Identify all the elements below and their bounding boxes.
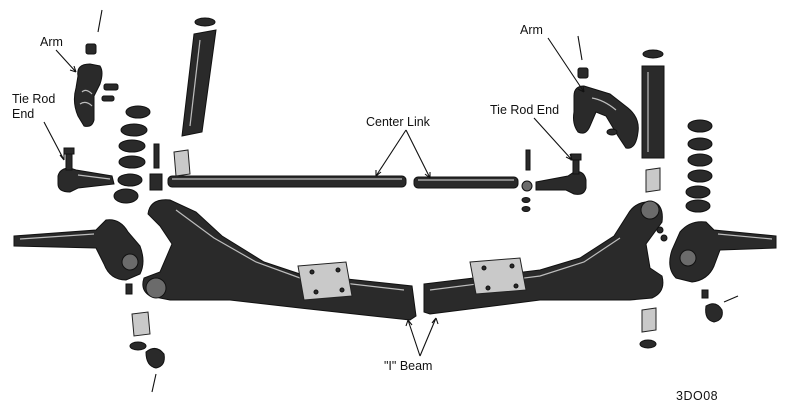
tie-rod-end-right-leader (533, 117, 573, 161)
shim-stack-right (645, 119, 713, 213)
arm-left-leader (55, 49, 77, 73)
center-link (167, 175, 519, 189)
center-link-right-half (413, 176, 519, 189)
figure-code: 3DO08 (676, 389, 718, 403)
arm-right (573, 35, 639, 149)
tie-rod-end-right-label: Tie Rod End (490, 103, 559, 117)
steering-knuckle-right (656, 221, 777, 283)
arm-right-label: Arm (520, 23, 543, 37)
center-link-label: Center Link (366, 115, 431, 129)
center-link-leader (375, 129, 431, 179)
steering-knuckle-left (13, 219, 144, 281)
tie-rod-end-right (521, 149, 587, 212)
lower-hardware-right (639, 289, 739, 349)
i-beam-right (423, 200, 664, 315)
tie-rod-end-left-leader (43, 121, 65, 161)
i-beam-leader (405, 317, 439, 357)
center-link-left-half (167, 175, 407, 188)
shim-stack-left (113, 105, 191, 204)
tie-rod-end-left-label-line1: Tie Rod (12, 92, 55, 106)
tie-rod-end-left-label-line2: End (12, 107, 34, 121)
callout-labels: Arm Tie Rod End Arm Tie Rod End Center L… (12, 23, 718, 403)
arm-right-leader (547, 37, 585, 93)
callout-leaders (43, 37, 585, 357)
i-beam-label: "I" Beam (384, 359, 432, 373)
tie-rod-end-left (57, 147, 115, 193)
king-pin-right (641, 49, 665, 159)
i-beam-left (142, 199, 417, 321)
arm-left-label: Arm (40, 35, 63, 49)
lower-hardware-left (125, 283, 165, 393)
king-pin-left (181, 17, 217, 137)
arm-left (73, 9, 119, 127)
